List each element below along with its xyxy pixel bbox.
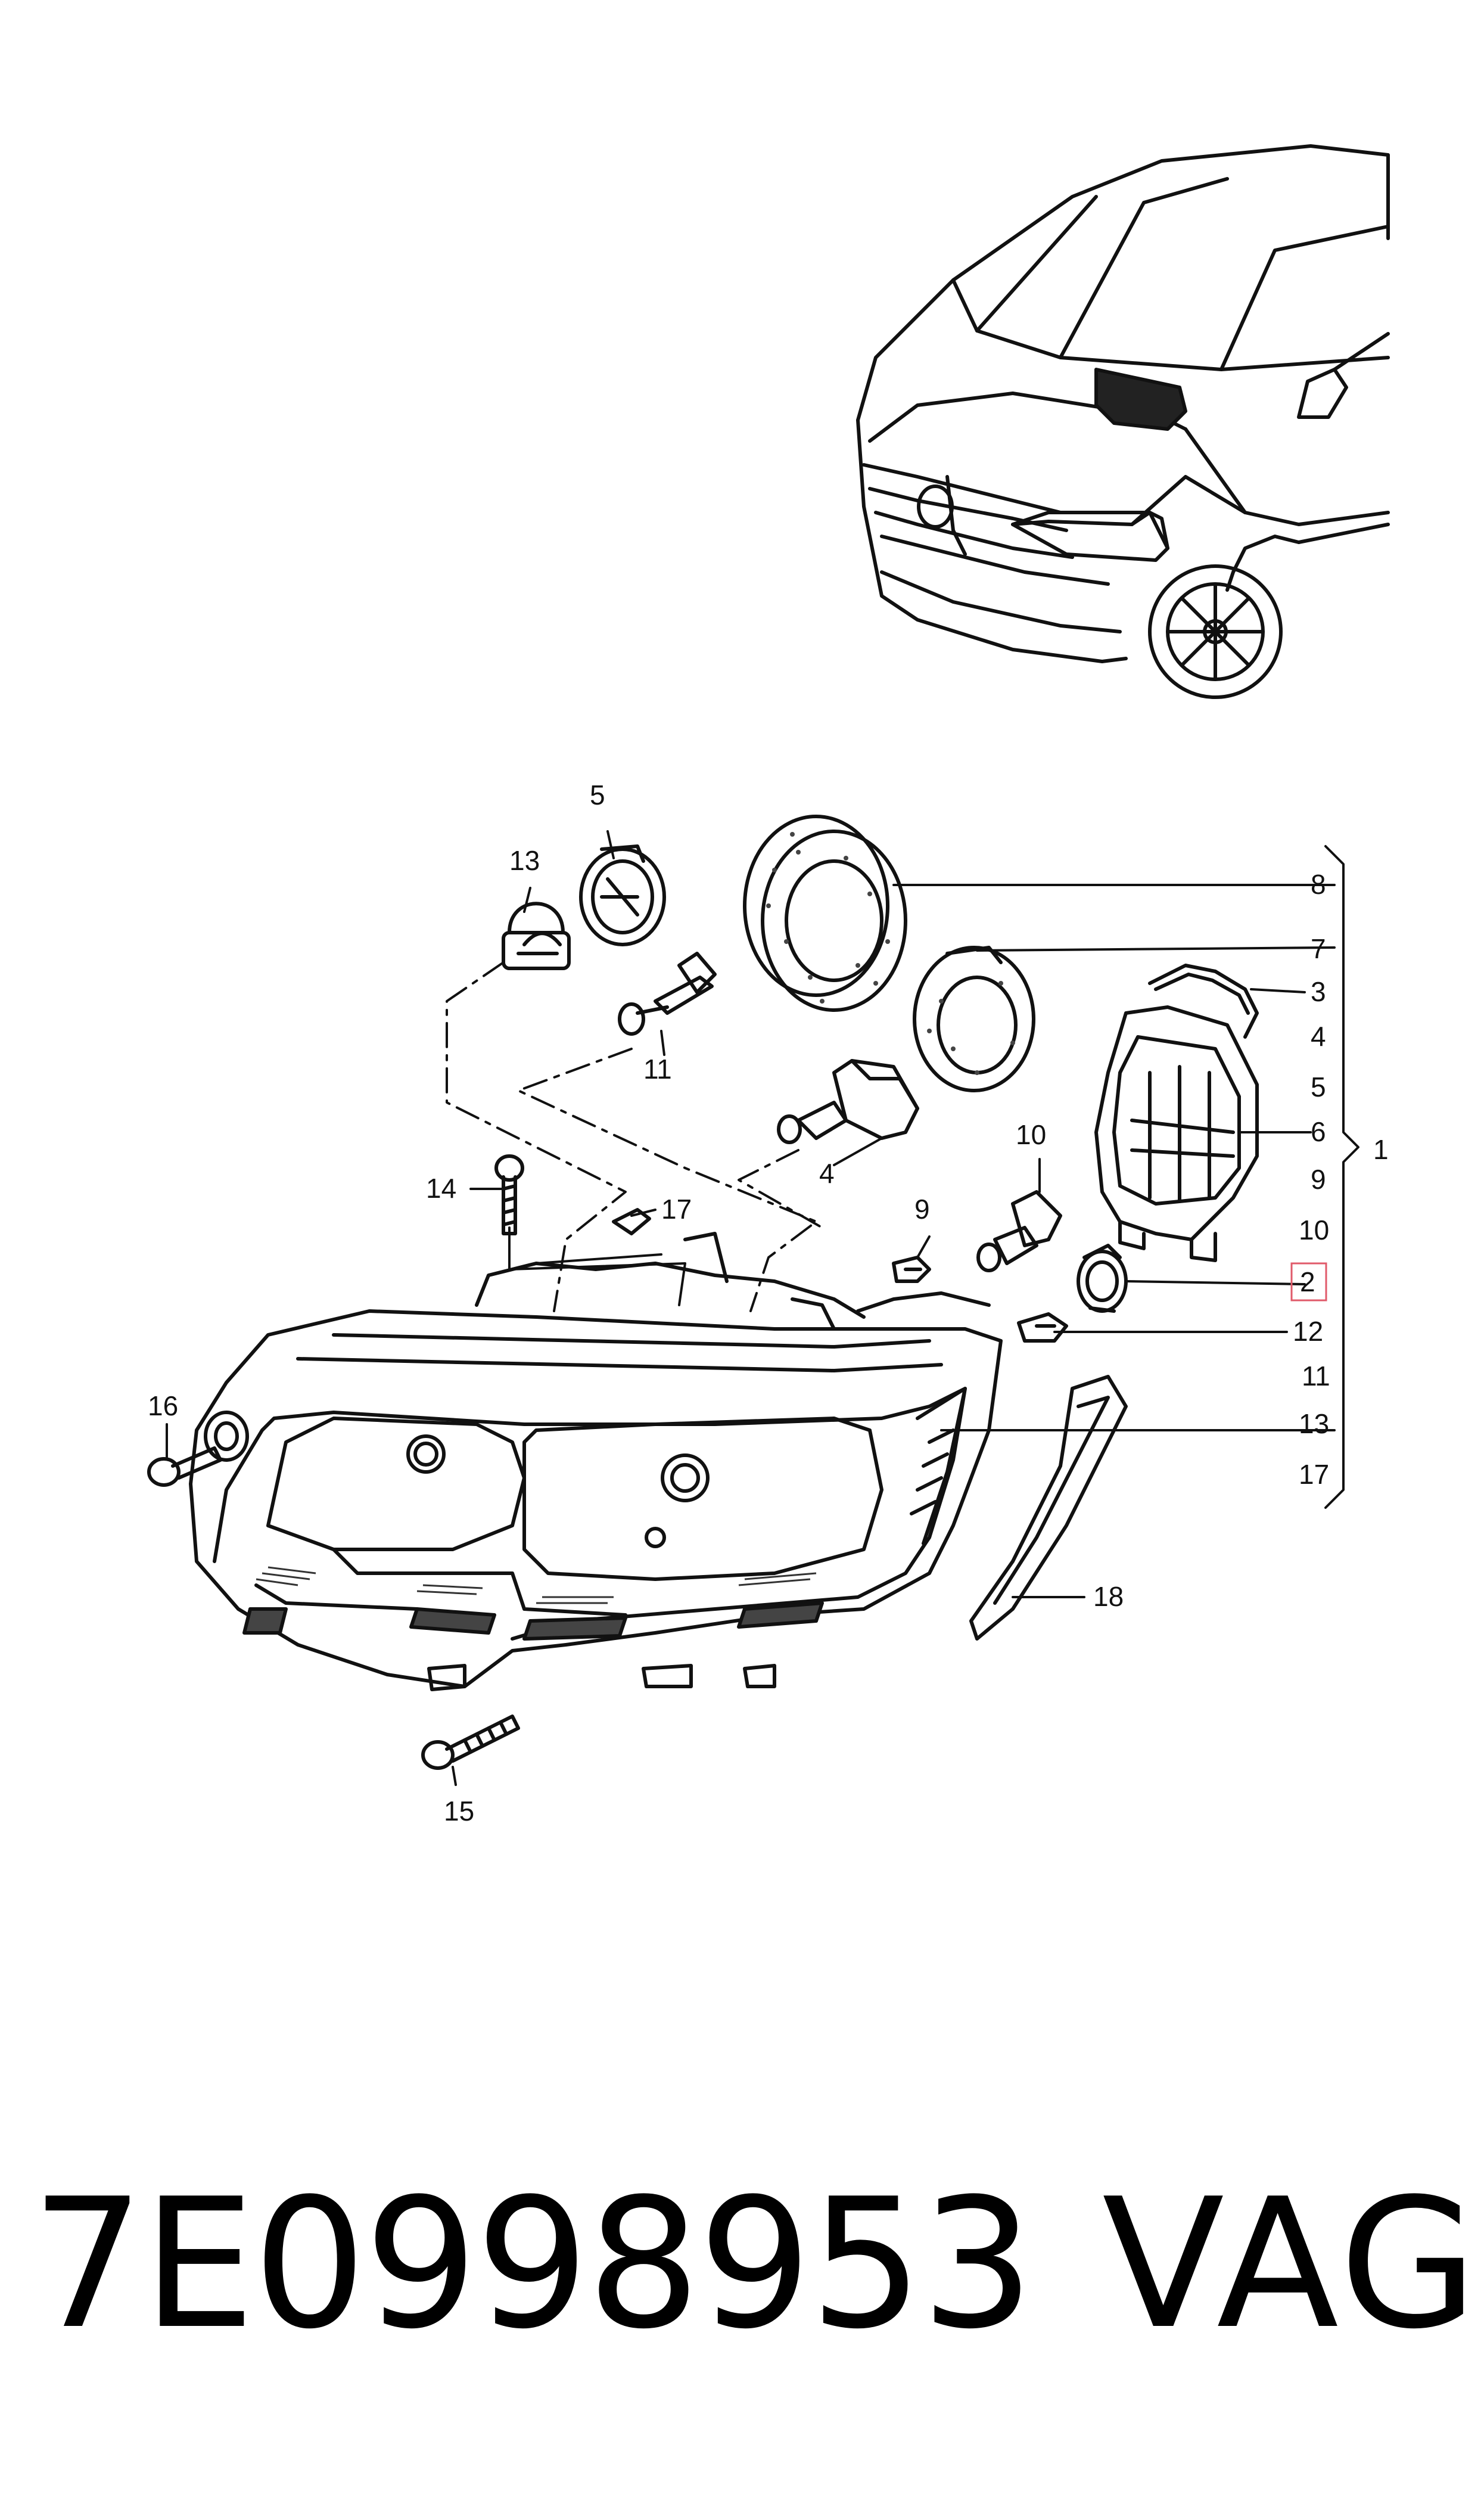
seal-cap-5 xyxy=(579,844,666,946)
trim-strip-18 xyxy=(969,1375,1128,1641)
callout-9-right: 9 xyxy=(1311,1164,1326,1195)
callout-10-right: 10 xyxy=(1299,1215,1329,1245)
callout-13-left: 13 xyxy=(509,845,540,876)
bulb-13 xyxy=(502,902,571,970)
callout-7: 7 xyxy=(1311,933,1326,964)
callout-18: 18 xyxy=(1093,1581,1124,1612)
callout-10-left: 10 xyxy=(1016,1119,1046,1150)
wire-clip-3 xyxy=(1148,964,1259,1039)
callout-6: 6 xyxy=(1311,1116,1326,1147)
callout-3: 3 xyxy=(1311,976,1326,1007)
headlight-mesh xyxy=(256,1566,817,1604)
bracket-17 xyxy=(612,1208,651,1235)
callout-4-right: 4 xyxy=(1311,1021,1326,1052)
bulb-11 xyxy=(618,952,717,1036)
bulb-9 xyxy=(892,1256,931,1283)
callout-1-brace xyxy=(1324,845,1359,1509)
callout-1: 1 xyxy=(1373,1134,1389,1165)
dashed-routing-lines xyxy=(446,961,823,1312)
cover-cap-8 xyxy=(743,815,907,1012)
callout-17-left: 17 xyxy=(661,1194,692,1225)
bulb-12 xyxy=(1017,1312,1068,1343)
leader-lines xyxy=(166,830,1336,1786)
bulb-module-4 xyxy=(777,1059,919,1144)
callout-11-right: 11 xyxy=(1302,1361,1330,1391)
brand-label: VAG xyxy=(1102,2160,1482,2368)
callout-14: 14 xyxy=(426,1173,456,1204)
socket-2 xyxy=(1077,1244,1128,1313)
callout-16: 16 xyxy=(148,1390,178,1421)
callout-4-left: 4 xyxy=(819,1158,835,1189)
callout-8: 8 xyxy=(1311,869,1326,900)
van-illustration xyxy=(856,144,1390,699)
callout-5-top: 5 xyxy=(590,779,605,810)
screw-16 xyxy=(147,1446,222,1487)
rear-housing-6 xyxy=(1094,1005,1259,1262)
callout-13-right: 13 xyxy=(1299,1408,1329,1439)
bulb-10 xyxy=(976,1190,1062,1272)
part-number: 7E0998953 xyxy=(31,2160,1035,2368)
callout-11-left: 11 xyxy=(643,1054,672,1085)
callout-9-left: 9 xyxy=(914,1194,930,1225)
callout-2: 2 xyxy=(1300,1266,1315,1297)
screw-15 xyxy=(421,1714,520,1770)
callout-12: 12 xyxy=(1293,1316,1323,1347)
callout-15: 15 xyxy=(444,1796,474,1827)
screw-14 xyxy=(494,1154,524,1235)
callout-5-right: 5 xyxy=(1311,1071,1326,1102)
callout-17-right: 17 xyxy=(1299,1459,1329,1490)
headlight-assembly xyxy=(189,1232,1003,1691)
cover-texture xyxy=(766,832,1015,1075)
callout-labels: 5 13 11 4 10 9 14 17 16 15 18 8 7 3 4 5 … xyxy=(148,779,1389,1827)
cover-cap-7 xyxy=(913,946,1035,1092)
callout-2-highlight xyxy=(1290,1262,1327,1302)
